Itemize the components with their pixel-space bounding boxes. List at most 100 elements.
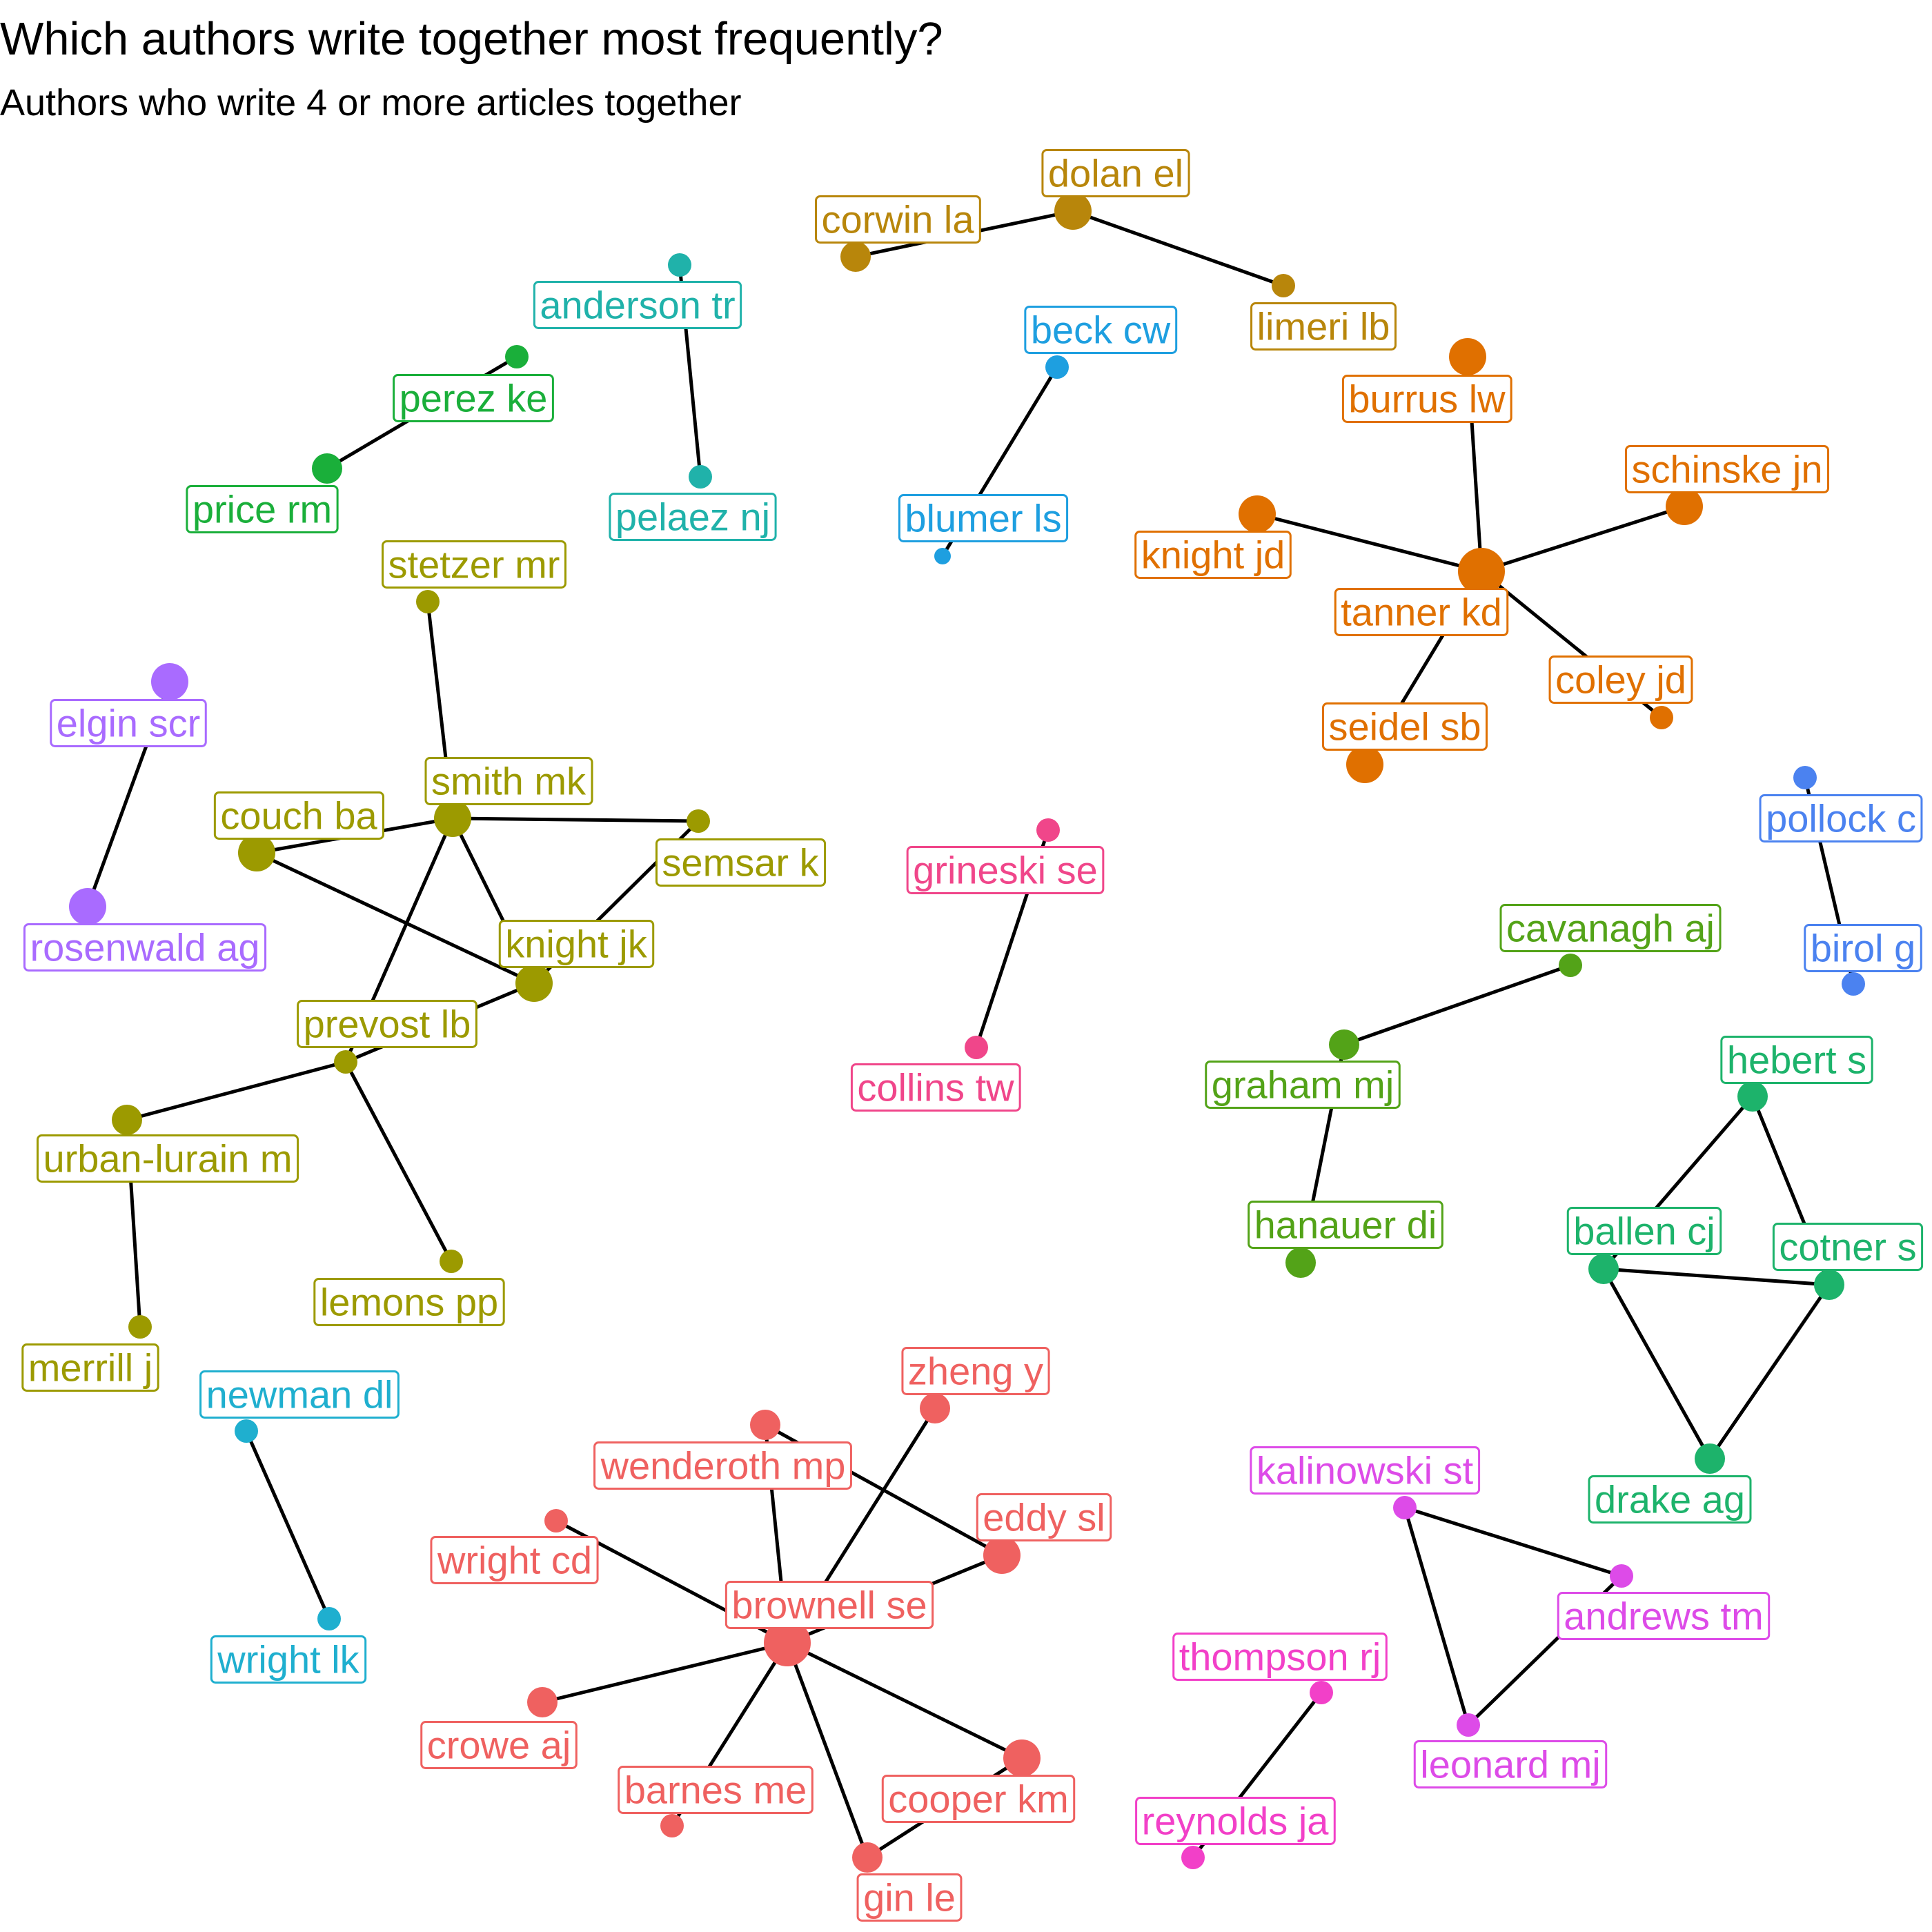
label-pollock-c: pollock c xyxy=(1759,794,1923,842)
label-box-burrus-lw xyxy=(1341,375,1512,423)
label-text-pollock-c: pollock c xyxy=(1766,797,1916,840)
label-pelaez-nj: pelaez nj xyxy=(609,493,777,541)
label-box-reynolds-ja xyxy=(1135,1797,1336,1845)
label-text-wright-cd: wright cd xyxy=(437,1539,592,1582)
node-knight-jk xyxy=(515,965,553,1002)
edge-cotner-s--drake-ag xyxy=(1708,1283,1831,1460)
label-box-corwin-la xyxy=(815,195,981,244)
label-box-graham-mj xyxy=(1205,1061,1401,1109)
label-rosenwald-ag: rosenwald ag xyxy=(23,923,267,972)
label-urban-lurain-m: urban-lurain m xyxy=(36,1134,299,1183)
label-brownell-se: brownell se xyxy=(724,1581,934,1629)
node-price-rm xyxy=(312,453,342,484)
node-elgin-scr xyxy=(151,663,188,700)
label-box-urban-lurain-m xyxy=(36,1134,299,1183)
label-text-elgin-scr: elgin scr xyxy=(57,702,201,745)
node-zheng-y xyxy=(920,1393,950,1423)
label-box-kalinowski-st xyxy=(1250,1446,1481,1495)
node-prevost-lb xyxy=(334,1050,357,1074)
label-text-graham-mj: graham mj xyxy=(1212,1063,1394,1107)
node-pollock-c xyxy=(1793,766,1817,789)
label-box-prevost-lb xyxy=(297,1000,477,1048)
label-text-zheng-y: zheng y xyxy=(908,1350,1043,1393)
node-seidel-sb xyxy=(1346,746,1383,783)
label-box-rosenwald-ag xyxy=(23,923,267,972)
label-graham-mj: graham mj xyxy=(1205,1061,1401,1109)
label-box-schinske-jn xyxy=(1624,445,1830,493)
label-box-leonard-mj xyxy=(1413,1740,1608,1788)
label-text-tanner-kd: tanner kd xyxy=(1341,591,1502,634)
label-text-pelaez-nj: pelaez nj xyxy=(615,495,770,539)
label-box-price-rm xyxy=(186,485,339,533)
label-box-pelaez-nj xyxy=(609,493,777,541)
node-anderson-tr xyxy=(668,253,691,277)
label-text-grineski-se: grineski se xyxy=(913,849,1098,892)
label-text-wright-lk: wright lk xyxy=(217,1638,359,1682)
node-newman-dl xyxy=(235,1419,258,1443)
label-text-reynolds-ja: reynolds ja xyxy=(1142,1800,1330,1843)
label-text-dolan-el: dolan el xyxy=(1048,152,1183,195)
label-text-limeri-lb: limeri lb xyxy=(1257,305,1390,348)
node-schinske-jn xyxy=(1666,488,1703,525)
label-corwin-la: corwin la xyxy=(815,195,981,244)
label-text-corwin-la: corwin la xyxy=(822,198,975,241)
label-box-lemons-pp xyxy=(313,1278,505,1326)
label-box-blumer-ls xyxy=(898,494,1069,542)
label-text-brownell-se: brownell se xyxy=(731,1584,927,1627)
node-limeri-lb xyxy=(1272,274,1295,297)
label-box-ballen-cj xyxy=(1566,1207,1722,1255)
label-drake-ag: drake ag xyxy=(1588,1475,1752,1524)
node-gin-le xyxy=(852,1842,883,1873)
label-text-knight-jd: knight jd xyxy=(1141,533,1285,577)
label-text-coley-jd: coley jd xyxy=(1555,658,1686,702)
node-semsar-k xyxy=(687,809,710,833)
label-text-smith-mk: smith mk xyxy=(431,760,586,803)
node-barnes-me xyxy=(660,1814,684,1837)
label-knight-jk: knight jk xyxy=(498,920,655,968)
label-box-cooper-km xyxy=(881,1775,1076,1823)
label-birol-g: birol g xyxy=(1804,924,1922,972)
label-text-kalinowski-st: kalinowski st xyxy=(1256,1449,1474,1492)
node-stetzer-mr xyxy=(416,590,440,613)
node-drake-ag xyxy=(1695,1443,1725,1474)
node-hebert-s xyxy=(1737,1081,1768,1112)
edge-couch-ba--knight-jk xyxy=(255,851,535,985)
label-blumer-ls: blumer ls xyxy=(898,494,1069,542)
node-brownell-se xyxy=(764,1619,811,1666)
label-text-collins-tw: collins tw xyxy=(857,1066,1014,1110)
node-leonard-mj xyxy=(1457,1713,1480,1737)
label-text-semsar-k: semsar k xyxy=(662,841,819,885)
label-knight-jd: knight jd xyxy=(1134,531,1292,579)
label-box-dolan-el xyxy=(1041,149,1190,197)
node-collins-tw xyxy=(965,1036,988,1059)
label-box-drake-ag xyxy=(1588,1475,1752,1524)
label-beck-cw: beck cw xyxy=(1024,306,1178,354)
label-box-seidel-sb xyxy=(1321,702,1488,751)
node-merrill-j xyxy=(128,1315,152,1339)
label-box-grineski-se xyxy=(906,846,1105,894)
label-box-elgin-scr xyxy=(50,699,207,747)
label-smith-mk: smith mk xyxy=(424,757,593,805)
label-ballen-cj: ballen cj xyxy=(1566,1207,1722,1255)
label-text-hebert-s: hebert s xyxy=(1727,1038,1866,1082)
edge-brownell-se--crowe-aj xyxy=(542,1641,788,1704)
node-wright-cd xyxy=(544,1509,568,1532)
node-lemons-pp xyxy=(440,1250,463,1273)
edge-brownell-se--gin-le xyxy=(785,1642,869,1858)
node-layer xyxy=(69,193,1865,1873)
label-text-merrill-j: merrill j xyxy=(28,1346,152,1390)
node-dolan-el xyxy=(1054,193,1092,230)
edge-knight-jd--tanner-kd xyxy=(1256,512,1482,573)
label-barnes-me: barnes me xyxy=(618,1766,814,1814)
label-eddy-sl: eddy sl xyxy=(976,1493,1112,1541)
label-box-knight-jk xyxy=(498,920,655,968)
label-gin-le: gin le xyxy=(856,1873,963,1922)
label-text-newman-dl: newman dl xyxy=(206,1373,393,1417)
label-wright-cd: wright cd xyxy=(430,1536,599,1584)
label-text-prevost-lb: prevost lb xyxy=(304,1003,471,1046)
label-thompson-rj: thompson rj xyxy=(1172,1633,1388,1681)
label-wenderoth-mp: wenderoth mp xyxy=(593,1441,852,1490)
node-kalinowski-st xyxy=(1393,1496,1417,1519)
label-text-crowe-aj: crowe aj xyxy=(427,1724,571,1767)
